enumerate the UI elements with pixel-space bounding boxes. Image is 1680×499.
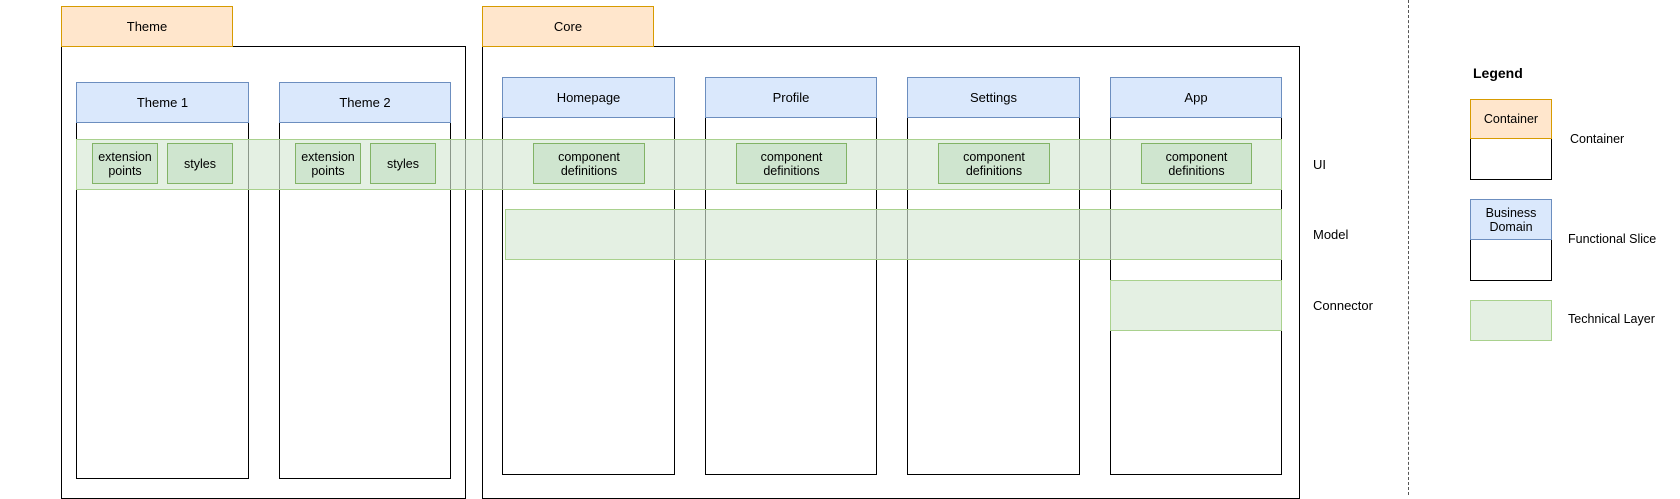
slice-homepage-label: Homepage [556,90,621,105]
slice-settings-label: Settings [970,90,1017,105]
theme1-styles: styles [167,143,233,184]
theme2-styles: styles [370,143,436,184]
legend-slice-header: Business Domain [1470,199,1552,240]
ui-layer-band [76,139,1282,190]
ui-layer-label: UI [1313,157,1326,172]
model-layer-label: Model [1313,227,1349,242]
slice-theme1-label: Theme 1 [136,95,189,110]
settings-component-definitions: component definitions [938,143,1050,184]
core-container-tab: Core [482,6,654,47]
profile-component-definitions: component definitions [736,143,847,184]
slice-app-header: App [1110,77,1282,118]
legend-title: Legend [1473,65,1523,81]
slice-profile-label: Profile [772,90,810,105]
legend-slice-box-label: Business Domain [1485,205,1537,234]
theme1-extension-points: extension points [92,143,158,184]
core-container-title: Core [553,19,583,34]
legend-slice-desc: Functional Slice [1568,232,1657,246]
theme-container-tab: Theme [61,6,233,47]
homepage-component-definitions: component definitions [533,143,645,184]
legend-container-body [1470,137,1552,180]
legend-container-tab: Container [1470,99,1552,139]
legend-layer-box [1470,300,1552,341]
theme-container-title: Theme [126,19,168,34]
model-layer-band [505,209,1282,260]
slice-app-label: App [1184,90,1208,105]
app-component-definitions: component definitions [1141,143,1252,184]
slice-settings-header: Settings [907,77,1080,118]
slice-theme2-label: Theme 2 [339,95,391,110]
legend-divider [1408,0,1409,495]
slice-profile-header: Profile [705,77,877,118]
slice-theme2-header: Theme 2 [279,82,451,123]
slice-homepage-header: Homepage [502,77,675,118]
legend-slice-body [1470,238,1552,281]
legend-container-desc: Container [1570,132,1625,146]
theme2-extension-points: extension points [295,143,361,184]
legend-container-box-label: Container [1483,112,1539,126]
connector-layer-band [1110,280,1282,331]
legend-layer-desc: Technical Layer [1568,312,1655,326]
connector-layer-label: Connector [1313,298,1373,313]
slice-theme1-header: Theme 1 [76,82,249,123]
